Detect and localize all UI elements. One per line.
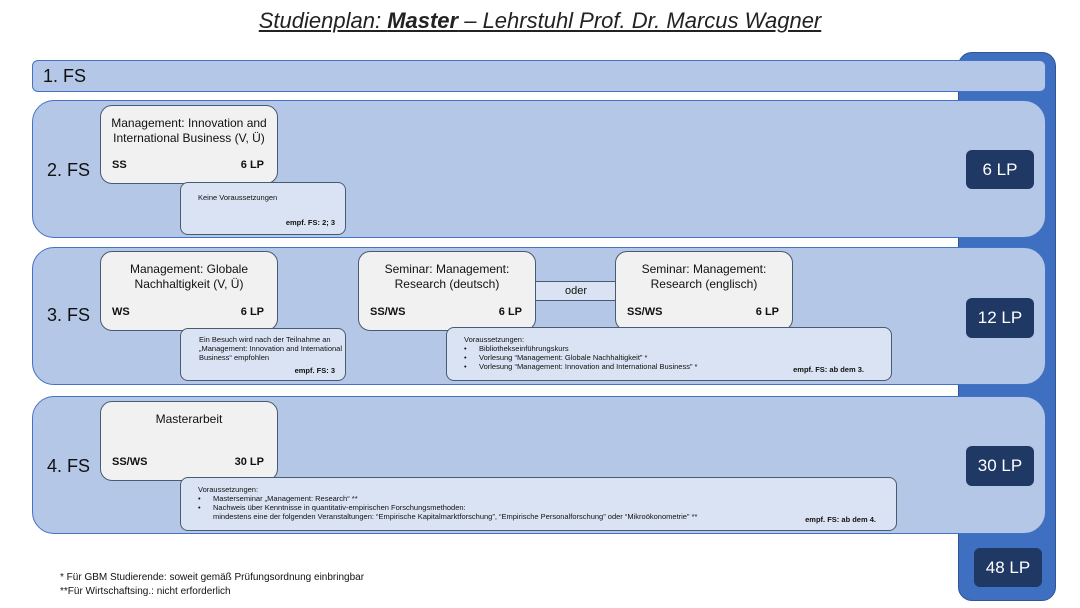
module-research-englisch[interactable]: Seminar: Management: Research (englisch)… <box>615 251 793 331</box>
note-content: Voraussetzungen: Masterseminar „Manageme… <box>198 485 697 521</box>
semester-label-4: 4. FS <box>47 456 91 476</box>
prerequisite-item: Vorlesung “Management: Innovation and In… <box>464 362 697 371</box>
module-semester: SS/WS <box>370 306 406 318</box>
prerequisite-continuation: mindestens eine der folgenden Veranstalt… <box>213 512 698 521</box>
semester-row-1 <box>32 60 1046 92</box>
note-content: Voraussetzungen: Bibliothekseinführungsk… <box>464 335 697 371</box>
module-masterarbeit[interactable]: Masterarbeit SS/WS 30 LP <box>100 401 278 481</box>
credits-badge-fs3: 12 LP <box>966 298 1034 338</box>
footnote-wirtschaftsing: **Für Wirtschaftsing.: nicht erforderlic… <box>60 586 231 597</box>
module-name: Masterarbeit <box>155 412 223 426</box>
prerequisite-item: Masterseminar „Management: Research“ ** <box>198 494 697 503</box>
prerequisite-note-masterarbeit: Voraussetzungen: Masterseminar „Manageme… <box>180 477 897 531</box>
module-semester: SS/WS <box>112 456 148 468</box>
prerequisite-note-innovation: Keine Voraussetzungen empf. FS: 2; 3 <box>180 182 346 235</box>
module-semester: SS/WS <box>627 306 663 318</box>
module-credits: 6 LP <box>498 306 522 318</box>
semester-label-3: 3. FS <box>47 305 91 325</box>
credits-badge-fs4: 30 LP <box>966 446 1034 486</box>
module-credits: 6 LP <box>240 159 264 171</box>
module-name: Management: Globale Nachhaltigkeit (V, Ü… <box>129 262 249 291</box>
footnote-gbm: * Für GBM Studierende: soweit gemäß Prüf… <box>60 572 365 583</box>
prerequisite-list: Masterseminar „Management: Research“ ** … <box>198 494 697 512</box>
semester-label-2: 2. FS <box>47 160 91 180</box>
recommended-semester: empf. FS: 3 <box>294 366 335 375</box>
module-semester: WS <box>112 306 130 318</box>
module-research-deutsch[interactable]: Seminar: Management: Research (deutsch) … <box>358 251 536 331</box>
prerequisite-item: Vorlesung “Management: Globale Nachhalti… <box>464 353 697 362</box>
note-heading: Voraussetzungen: <box>198 485 259 494</box>
prerequisite-item: Nachweis über Kenntnisse in quantitativ-… <box>198 503 697 512</box>
recommended-semester: empf. FS: ab dem 3. <box>793 365 864 374</box>
module-name: Seminar: Management: Research (englisch) <box>641 262 767 291</box>
prerequisite-list: Bibliothekseinführungskurs Vorlesung “Ma… <box>464 344 697 371</box>
recommended-semester: empf. FS: 2; 3 <box>285 218 335 227</box>
alternative-oder-label: oder <box>535 281 617 301</box>
module-credits: 6 LP <box>240 306 264 318</box>
module-name: Seminar: Management: Research (deutsch) <box>384 262 510 291</box>
module-innovation-international-business[interactable]: Management: Innovation and International… <box>100 105 278 184</box>
prerequisite-item: Bibliothekseinführungskurs <box>464 344 697 353</box>
module-credits: 30 LP <box>234 456 264 468</box>
credits-badge-fs2: 6 LP <box>966 150 1034 189</box>
page-title: Studienplan: Master – Lehrstuhl Prof. Dr… <box>258 8 822 33</box>
note-text: Keine Voraussetzungen <box>198 193 278 202</box>
recommended-semester: empf. FS: ab dem 4. <box>805 515 876 524</box>
module-credits: 6 LP <box>755 306 779 318</box>
semester-label-1: 1. FS <box>43 66 87 86</box>
note-heading: Voraussetzungen: <box>464 335 525 344</box>
credits-badge-total: 48 LP <box>974 548 1042 587</box>
title-emphasis: Master <box>387 8 459 33</box>
prerequisite-note-research: Voraussetzungen: Bibliothekseinführungsk… <box>446 327 892 381</box>
note-text: Ein Besuch wird nach der Teilnahme an „M… <box>199 335 343 362</box>
module-name: Management: Innovation and International… <box>111 116 267 145</box>
module-semester: SS <box>112 159 127 171</box>
prerequisite-note-globale: Ein Besuch wird nach der Teilnahme an „M… <box>180 328 346 381</box>
module-globale-nachhaltigkeit[interactable]: Management: Globale Nachhaltigkeit (V, Ü… <box>100 251 278 331</box>
